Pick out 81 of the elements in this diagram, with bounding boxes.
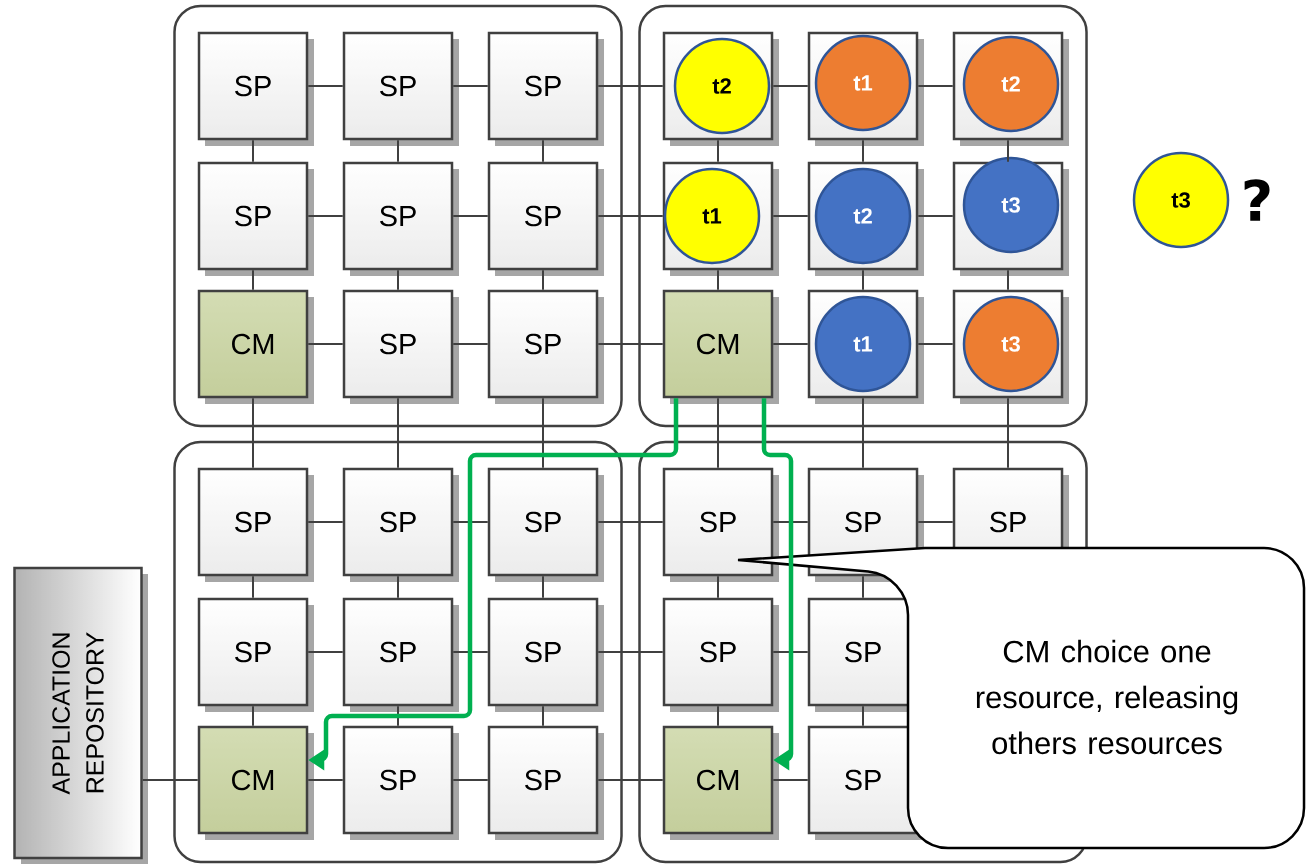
cm-tile: CM: [662, 725, 779, 840]
link-line: [397, 139, 399, 163]
link-line: [307, 343, 344, 345]
link-line: [452, 343, 489, 345]
sp-tile: SP: [197, 31, 314, 146]
link-line: [452, 521, 489, 523]
link-line: [862, 139, 864, 163]
sp-tile: SP: [662, 467, 779, 582]
link-line: [452, 651, 489, 653]
link-line: [307, 651, 344, 653]
sp-tile: SP: [342, 161, 459, 276]
link-line: [252, 705, 254, 727]
link-line: [717, 575, 719, 599]
link-line: [307, 215, 344, 217]
link-line: [397, 705, 399, 727]
link-line: [542, 269, 544, 291]
link-line: [717, 269, 719, 291]
link-line: [717, 705, 719, 727]
link-line: [252, 269, 254, 291]
link-line: [597, 343, 664, 345]
link-line: [1007, 397, 1009, 469]
link-line: [452, 85, 489, 87]
link-line: [772, 651, 809, 653]
link-line: [597, 215, 664, 217]
question-mark: ?: [1244, 179, 1270, 221]
link-line: [862, 269, 864, 291]
sp-tile: SP: [487, 289, 604, 404]
link-line: [307, 521, 344, 523]
link-line: [862, 397, 864, 469]
sp-tile: SP: [197, 161, 314, 276]
link-line: [542, 139, 544, 163]
link-line: [597, 651, 664, 653]
sp-tile: SP: [342, 725, 459, 840]
sp-tile: SP: [197, 597, 314, 712]
link-line: [1007, 139, 1009, 163]
cm-tile: CM: [197, 725, 314, 840]
cm-tile: CM: [662, 289, 779, 404]
link-line: [772, 215, 809, 217]
sp-tile: SP: [197, 467, 314, 582]
sp-tile: SP: [662, 597, 779, 712]
link-line: [772, 85, 809, 87]
link-line: [397, 397, 399, 469]
sp-tile: SP: [342, 289, 459, 404]
link-line: [397, 575, 399, 599]
link-line: [597, 85, 664, 87]
sp-tile: SP: [487, 725, 604, 840]
link-line: [452, 779, 489, 781]
link-line: [862, 705, 864, 727]
sp-tile: SP: [487, 161, 604, 276]
link-line: [452, 215, 489, 217]
sp-tile: SP: [342, 31, 459, 146]
link-line: [772, 521, 809, 523]
link-line: [397, 269, 399, 291]
link-line: [307, 85, 344, 87]
sp-tile: SP: [487, 467, 604, 582]
link-line: [597, 779, 664, 781]
link-line: [542, 705, 544, 727]
arrow: [761, 398, 794, 771]
link-line: [772, 779, 809, 781]
cm-tile: CM: [197, 289, 314, 404]
link-line: [717, 139, 719, 163]
sp-tile: SP: [342, 467, 459, 582]
link-line: [252, 397, 254, 469]
link-line: [252, 139, 254, 163]
link-line: [917, 521, 954, 523]
link-line: [717, 397, 719, 469]
link-line: [542, 397, 544, 469]
link-line: [917, 85, 954, 87]
link-line: [772, 343, 809, 345]
link-line: [917, 215, 954, 217]
link-line: [252, 575, 254, 599]
sp-tile: SP: [487, 31, 604, 146]
repository-box: APPLICATION REPOSITORY: [13, 566, 148, 864]
sp-tile: SP: [342, 597, 459, 712]
link-line: [597, 521, 664, 523]
link-line: [542, 575, 544, 599]
sp-tile: SP: [487, 597, 604, 712]
link-line: [141, 779, 199, 781]
link-line: [862, 575, 864, 599]
link-line: [917, 343, 954, 345]
link-line: [307, 779, 344, 781]
